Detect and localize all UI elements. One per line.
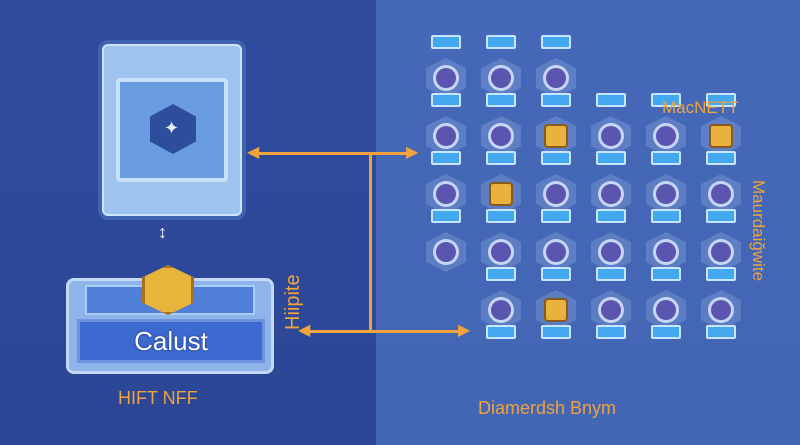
left-panel: ✦ ↕ Calust HIFT NFF Hiipite — [0, 0, 376, 445]
monitor-icon — [431, 35, 461, 49]
monitor-icon — [486, 209, 516, 223]
nft-card: ✦ — [98, 40, 246, 220]
arrow-left-icon: ◀ — [247, 144, 260, 161]
connector-vertical — [369, 152, 372, 332]
gold-node-icon — [536, 116, 576, 156]
monitor-icon — [431, 151, 461, 165]
monitor-icon — [706, 267, 736, 281]
monitor-icon — [541, 267, 571, 281]
monitor-icon — [596, 151, 626, 165]
monitor-icon — [486, 325, 516, 339]
crystal-node-icon — [426, 58, 466, 98]
monitor-icon — [651, 325, 681, 339]
monitor-icon — [596, 93, 626, 107]
crystal-node-icon — [701, 290, 741, 330]
monitor-icon — [486, 267, 516, 281]
right-panel: MacNETT Maurdaiğwite Diamerdsh Bnym — [376, 0, 800, 445]
monitor-icon — [541, 93, 571, 107]
monitor-icon — [541, 151, 571, 165]
monitor-icon — [486, 151, 516, 165]
crystal-node-icon — [646, 232, 686, 272]
crystal-node-icon — [481, 290, 521, 330]
crystal-node-icon — [701, 174, 741, 214]
monitor-icon — [431, 93, 461, 107]
gold-coin-icon — [142, 265, 194, 315]
crystal-node-icon — [536, 174, 576, 214]
crystal-node-icon — [646, 174, 686, 214]
monitor-icon — [706, 93, 736, 107]
crystal-node-icon — [426, 232, 466, 272]
crystal-node-icon — [426, 116, 466, 156]
monitor-icon — [596, 267, 626, 281]
monitor-icon — [651, 93, 681, 107]
monitor-icon — [596, 325, 626, 339]
crystal-node-icon — [536, 58, 576, 98]
gold-node-icon — [536, 290, 576, 330]
monitor-icon — [596, 209, 626, 223]
monitor-icon — [431, 209, 461, 223]
caption: HIFT NFF — [118, 388, 198, 408]
monitor-icon — [541, 209, 571, 223]
chest-label: Calust — [77, 319, 265, 363]
crystal-node-icon — [591, 174, 631, 214]
crystal-node-icon — [591, 232, 631, 272]
crystal-node-icon — [536, 232, 576, 272]
crystal-node-icon — [701, 232, 741, 272]
arrow-right-icon: ▶ — [458, 322, 471, 339]
crystal-node-icon — [426, 174, 466, 214]
connector-top — [255, 152, 415, 155]
top-label: MacNETT — [662, 98, 739, 117]
crystal-node-icon — [481, 232, 521, 272]
monitor-icon — [486, 93, 516, 107]
monitor-icon — [651, 151, 681, 165]
crystal-node-icon — [591, 116, 631, 156]
crystal-node-icon — [481, 58, 521, 98]
crystal-node-icon — [481, 116, 521, 156]
monitor-icon — [706, 325, 736, 339]
crystal-node-icon — [646, 290, 686, 330]
monitor-icon — [486, 35, 516, 49]
monitor-icon — [651, 267, 681, 281]
vertical-label-right: Maurdaiğwite — [749, 180, 768, 282]
monitor-icon — [706, 151, 736, 165]
monitor-icon — [541, 325, 571, 339]
bottom-label: Diamerdsh Bnym — [478, 398, 617, 418]
monitor-icon — [706, 209, 736, 223]
monitor-icon — [651, 209, 681, 223]
gold-node-icon — [701, 116, 741, 156]
monitor-icon — [541, 35, 571, 49]
connector-bottom — [305, 330, 465, 333]
gold-node-icon — [481, 174, 521, 214]
crystal-node-icon — [591, 290, 631, 330]
arrow-left-icon: ◀ — [298, 322, 311, 339]
star-icon: ✦ — [164, 118, 180, 138]
arrow-right-icon: ▶ — [406, 144, 419, 161]
arrow-down-icon: ↕ — [158, 222, 167, 242]
crystal-node-icon — [646, 116, 686, 156]
